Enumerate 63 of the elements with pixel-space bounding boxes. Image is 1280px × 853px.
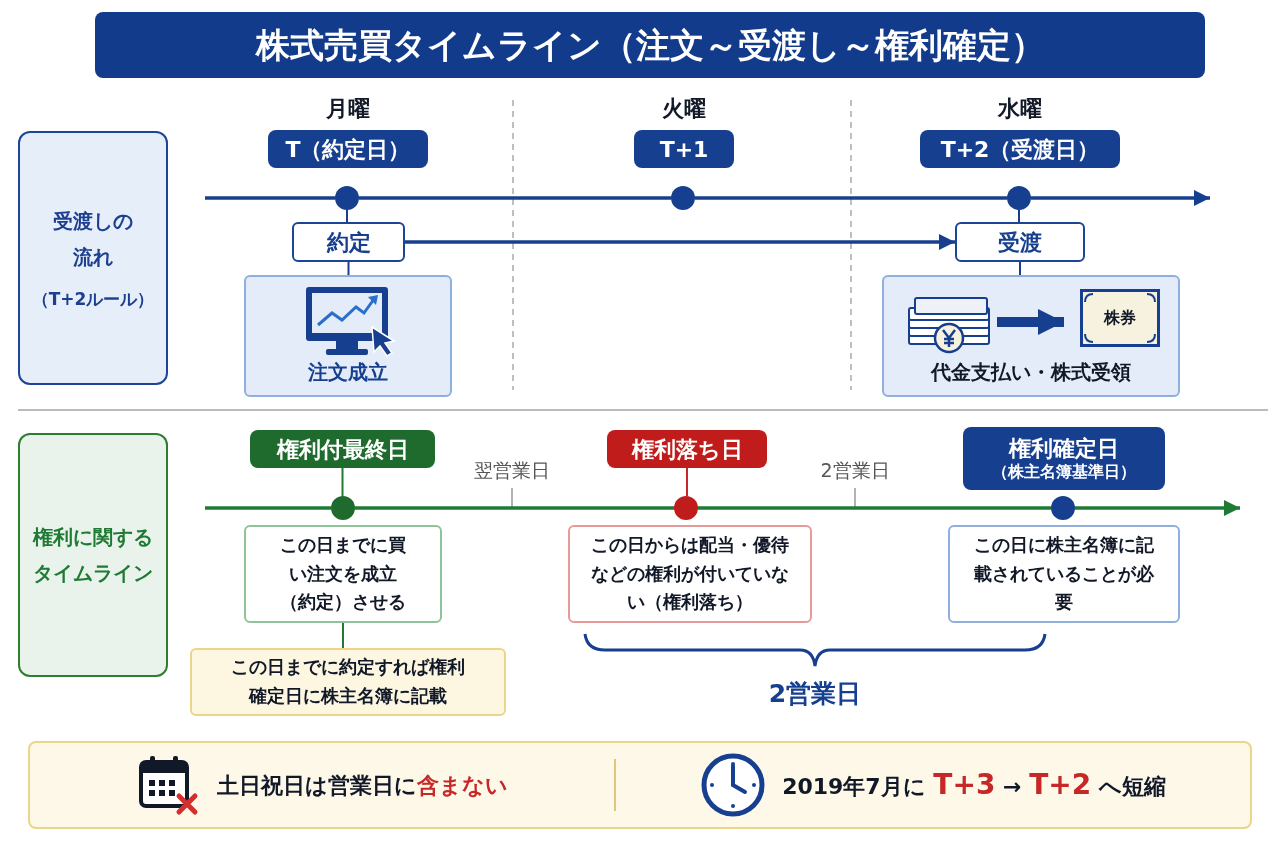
info-bar <box>28 741 1252 829</box>
arrow <box>1031 190 1210 206</box>
day-pill <box>268 130 428 168</box>
step-box <box>955 222 1085 262</box>
connector-line <box>698 506 1051 510</box>
brace-label: 2営業日 <box>767 678 863 711</box>
step-label: 約定 <box>326 228 371 257</box>
info-text: 土日祝日は営業日に含まない <box>216 771 508 800</box>
connector-line <box>346 209 348 223</box>
category-box <box>18 131 168 385</box>
pill-label: T（約定日） <box>285 135 411 164</box>
step-label: 受渡 <box>998 228 1042 257</box>
note-box <box>948 525 1180 623</box>
certificate <box>1080 289 1160 347</box>
tick-label: 2営業日 <box>819 457 891 483</box>
connector-line <box>205 506 331 510</box>
pill-label: T+2（受渡日） <box>940 135 1100 164</box>
pill-label: （株主名簿基準日） <box>992 462 1136 483</box>
note-box <box>244 525 442 623</box>
tick-label: 翌営業日 <box>473 457 551 483</box>
certificate-label: 株券 <box>1104 307 1136 329</box>
event-pill <box>607 430 767 468</box>
event-pill <box>250 430 435 468</box>
pill-label: 権利落ち日 <box>631 435 743 464</box>
note-text: この日までに約定すれば権利確定日に株主名簿に記載 <box>230 655 466 708</box>
connector-line <box>355 506 674 510</box>
arrow <box>405 234 955 250</box>
day-label: 水曜 <box>996 94 1043 123</box>
note-text: この日からは配当・優待などの権利が付いていない（権利落ち） <box>590 532 790 615</box>
note-box <box>568 525 812 623</box>
arrow <box>997 309 1064 335</box>
pill-label: 権利確定日 <box>1009 434 1119 463</box>
pill-label: 権利付最終日 <box>276 435 409 464</box>
note-text: この日までに買い注文を成立（約定）させる <box>279 532 407 615</box>
category-label: 受渡しの流れ <box>52 208 134 272</box>
connector-line <box>342 622 344 649</box>
day-label: 火曜 <box>661 94 707 123</box>
connector-line <box>1019 261 1021 276</box>
connector-line <box>359 196 671 200</box>
day-pill <box>634 130 734 168</box>
pill-label: T+1 <box>659 135 709 164</box>
event-pill <box>963 427 1165 490</box>
category-box <box>18 433 168 677</box>
title-banner: 株式売買タイムライン（注文～受渡し～権利確定） <box>95 12 1205 78</box>
event-card <box>882 275 1180 397</box>
connector-line <box>341 467 344 497</box>
note-text: この日に株主名簿に記載されていることが必要 <box>973 532 1155 615</box>
day-label: 月曜 <box>325 94 371 123</box>
connector-line <box>695 196 1007 200</box>
connector-line <box>686 467 688 497</box>
step-box <box>292 222 405 262</box>
note-box <box>190 648 506 716</box>
arrow <box>1075 500 1240 516</box>
connector-line <box>205 196 335 200</box>
category-label: （T+2ルール） <box>31 288 155 312</box>
info-text: 2019年7月に T+3 → T+2 へ短縮 <box>782 767 1166 803</box>
connector-line <box>1018 209 1020 223</box>
day-pill <box>920 130 1120 168</box>
card-caption: 代金支払い・株式受領 <box>929 359 1132 386</box>
event-card <box>244 275 452 397</box>
category-label: 権利に関するタイムライン <box>31 524 154 587</box>
connector-line <box>347 261 350 276</box>
card-caption: 注文成立 <box>307 359 389 386</box>
